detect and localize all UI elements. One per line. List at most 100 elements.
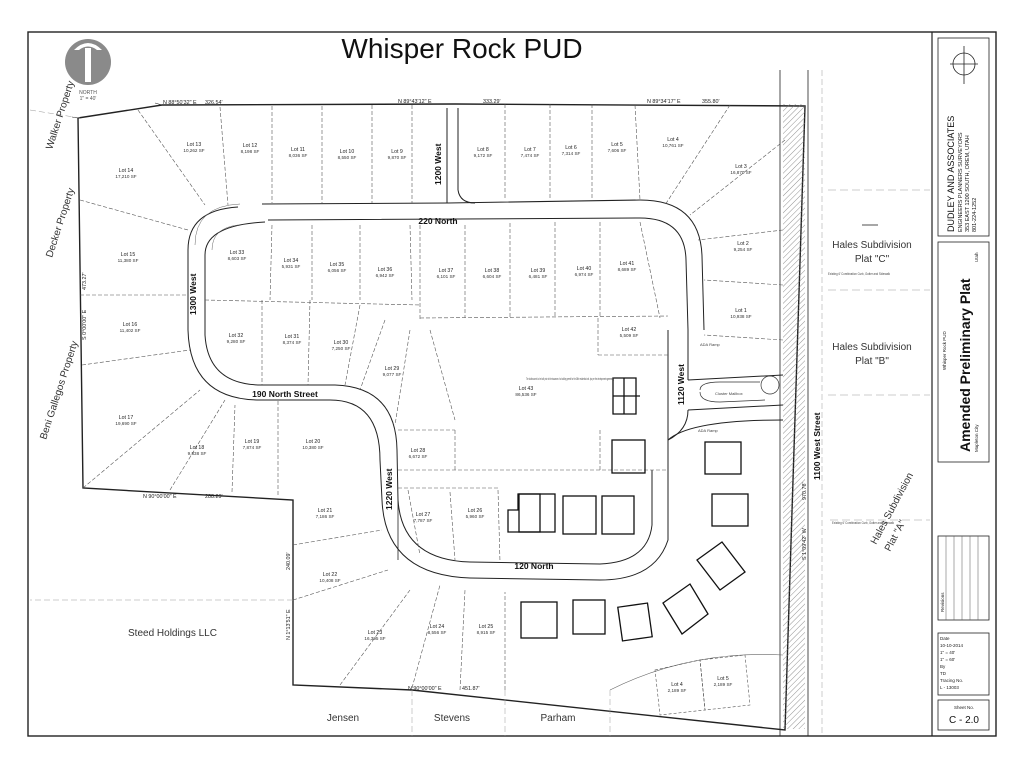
neighbor-walker: Walker Property: [44, 80, 77, 151]
svg-text:Lot 12: Lot 12: [243, 143, 258, 149]
lot-h4: Lot 42,189 SF: [668, 682, 687, 693]
svg-text:7,787 SF: 7,787 SF: [414, 518, 433, 523]
lot-37: Lot 376,101 SF: [437, 268, 456, 279]
svg-text:16,870 SF: 16,870 SF: [730, 170, 751, 175]
svg-text:16,395 SF: 16,395 SF: [364, 636, 385, 641]
plat-b-line2: Plat "B": [855, 356, 889, 367]
svg-text:Lot 9: Lot 9: [391, 149, 403, 155]
svg-text:7,314 SF: 7,314 SF: [562, 151, 581, 156]
svg-text:10,408 SF: 10,408 SF: [319, 578, 340, 583]
svg-text:Lot 41: Lot 41: [620, 261, 635, 267]
street-190-north: 190 North Street: [252, 389, 318, 399]
scale-value-1: 1" = 40': [940, 650, 955, 655]
svg-text:Lot 23: Lot 23: [368, 630, 383, 636]
svg-text:7,874 SF: 7,874 SF: [243, 445, 262, 450]
svg-text:9,254 SF: 9,254 SF: [734, 247, 753, 252]
svg-text:Lot 43: Lot 43: [519, 386, 534, 392]
plat-title: Whisper Rock PUD: [341, 33, 582, 64]
lot-7: Lot 77,474 SF: [521, 147, 540, 158]
svg-text:Lot 4: Lot 4: [667, 137, 679, 143]
svg-text:Lot 40: Lot 40: [577, 266, 592, 272]
bearing-b15: 970.78': [802, 482, 808, 500]
ada-ramp-note-2: ADA Ramp: [698, 428, 719, 433]
bearing-b5: N 89°34'17" E: [647, 99, 681, 105]
lot-33: Lot 338,603 SF: [228, 250, 247, 261]
lot-2: Lot 29,254 SF: [734, 241, 753, 252]
lot-18: Lot 189,838 SF: [188, 445, 207, 456]
bearing-b13: N 90°00'00" E: [408, 686, 442, 692]
neighbor-gallegos: Beni Gallegos Property: [38, 340, 80, 441]
neighbor-parham: Parham: [540, 713, 575, 724]
street-1300-west: 1300 West: [188, 273, 198, 315]
bearing-b3: N 89°43'12" E: [398, 99, 432, 105]
lot-40: Lot 406,974 SF: [575, 266, 594, 277]
bearing-b12: N 1°13'51" E: [286, 609, 292, 640]
lot-12: Lot 128,198 SF: [241, 143, 260, 154]
svg-text:5,509 SF: 5,509 SF: [620, 333, 639, 338]
firm-sub: ENGINEERS PLANNERS SURVEYORS: [958, 132, 964, 232]
svg-text:Lot 8: Lot 8: [477, 147, 489, 153]
ada-ramp-note: ADA Ramp: [700, 342, 721, 347]
svg-text:9,280 SF: 9,280 SF: [227, 339, 246, 344]
svg-text:8,603 SF: 8,603 SF: [228, 256, 247, 261]
svg-text:Lot 20: Lot 20: [306, 439, 321, 445]
svg-text:Lot 2: Lot 2: [737, 241, 749, 247]
north-label: NORTH: [79, 90, 97, 96]
neighbor-jensen: Jensen: [327, 713, 359, 724]
svg-text:Lot 36: Lot 36: [378, 267, 393, 273]
firm-phone: 801-224-1252: [972, 198, 978, 232]
north-arrow-icon: NORTH 1" = 40': [65, 39, 111, 102]
plat-c-line1: Hales Subdivision: [832, 240, 912, 251]
svg-text:10,380 SF: 10,380 SF: [302, 445, 323, 450]
svg-text:Lot 7: Lot 7: [524, 147, 536, 153]
curb-note-2: Existing 6' Combination Curb, Gutter and…: [832, 520, 894, 525]
property-boundary: [77, 103, 806, 731]
scale-label: 1" = 40': [80, 96, 97, 102]
lot-11: Lot 118,036 SF: [289, 147, 308, 158]
svg-text:8,036 SF: 8,036 SF: [289, 153, 308, 158]
svg-text:9,077 SF: 9,077 SF: [383, 372, 402, 377]
curb-note: Existing 6' Combination Curb, Gutter and…: [828, 271, 890, 276]
svg-text:Lot 18: Lot 18: [190, 445, 205, 451]
svg-text:8,198 SF: 8,198 SF: [241, 149, 260, 154]
svg-text:10,761 SF: 10,761 SF: [662, 143, 683, 148]
bearing-b2: 326.54': [205, 100, 223, 106]
svg-text:2,189 SF: 2,189 SF: [668, 688, 687, 693]
svg-text:Lot 24: Lot 24: [430, 624, 445, 630]
svg-text:Lot 5: Lot 5: [717, 676, 729, 682]
svg-text:Lot 32: Lot 32: [229, 333, 244, 339]
svg-text:6,481 SF: 6,481 SF: [529, 274, 548, 279]
tracing-label: Tracing No.: [940, 678, 963, 683]
bearing-b6: 355.80': [702, 99, 720, 105]
svg-text:10,262 SF: 10,262 SF: [183, 148, 204, 153]
west-road-hatch: [783, 104, 805, 729]
svg-text:Lot 39: Lot 39: [531, 268, 546, 274]
tracing-value: L - 13003: [940, 685, 959, 690]
lot-26: Lot 265,960 SF: [466, 508, 485, 519]
interior-lot-lines: [204, 221, 669, 563]
city-name: Mapleton City: [974, 424, 979, 452]
street-220-north: 220 North: [418, 216, 457, 226]
street-1200-west: 1200 West: [433, 143, 443, 185]
north-lot-lines: [79, 104, 786, 495]
by-value: TD: [940, 671, 947, 676]
svg-text:Lot 33: Lot 33: [230, 250, 245, 256]
street-1120-west: 1120 West: [676, 364, 686, 405]
svg-text:Lot 16: Lot 16: [123, 322, 138, 328]
svg-text:6,974 SF: 6,974 SF: [575, 272, 594, 277]
svg-text:19,690 SF: 19,690 SF: [115, 421, 136, 426]
clubhouse-note: The clubhouse is to be built prior to th…: [526, 376, 614, 381]
scale-value-2: 1" = 60': [940, 657, 955, 662]
south-lot-lines: [292, 529, 506, 691]
sheet-no-label: Sheet No.: [954, 705, 974, 710]
bearing-b16: S 1°09'42" W: [802, 527, 808, 560]
svg-text:Lot 42: Lot 42: [622, 327, 637, 333]
lot-1: Lot 110,938 SF: [730, 308, 751, 319]
lot-38: Lot 386,604 SF: [483, 268, 502, 279]
lot-31: Lot 318,374 SF: [283, 334, 302, 345]
